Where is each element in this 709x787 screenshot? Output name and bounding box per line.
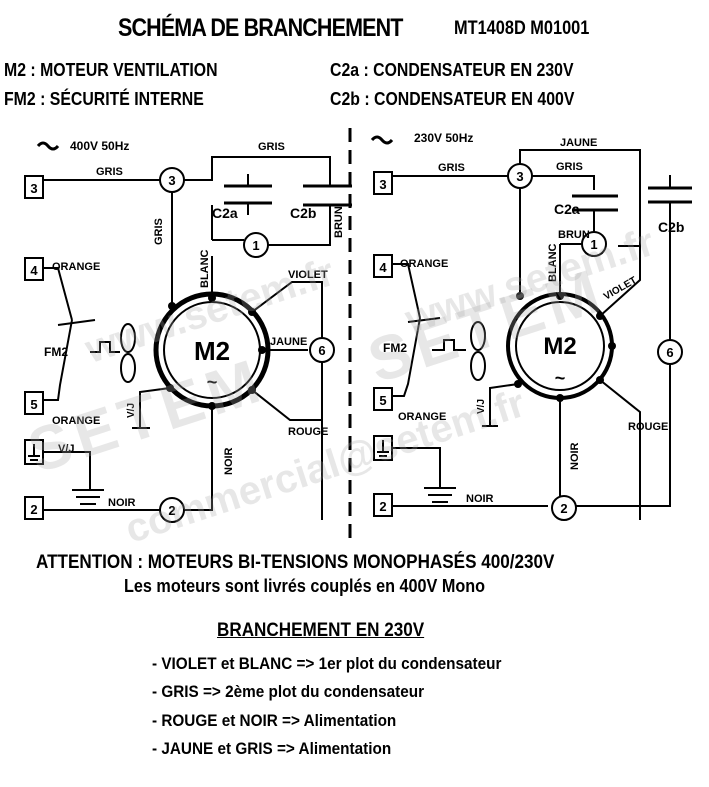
left-node-2-label: 2 [168,503,175,518]
left-wire-gris-top: GRIS [258,141,285,153]
right-ac-tilde-icon [370,135,394,145]
left-ac-tilde-icon [36,141,60,151]
delivery-note: Les moteurs sont livrés couplés en 400V … [124,576,486,596]
left-terminal-2-label: 2 [30,502,37,517]
right-wire-noir-bottom: NOIR [466,493,494,505]
attention-note: ATTENTION : MOTEURS BI-TENSIONS MONOPHAS… [36,552,555,573]
note-item: - JAUNE et GRIS => Alimentation [152,739,392,758]
right-supply-label: 230V 50Hz [414,131,473,145]
left-wire-vj-motor: V/J [126,403,137,418]
right-node-2 [551,495,577,521]
left-wire-gris-vertical: GRIS [153,218,165,245]
right-thermal-label: FM2 [383,341,407,355]
left-terminal-2 [24,496,44,520]
left-cap-b-label: C2b [290,205,316,221]
legend-c2b: C2b : CONDENSATEUR EN 400V [330,89,575,109]
right-motor-symbol: ~ [555,368,566,388]
right-cap-a-label: C2a [554,201,580,217]
right-terminal-5-label: 5 [379,393,386,408]
left-wire-orange-bottom: ORANGE [52,415,100,427]
left-node-3 [159,167,185,193]
right-wiring [370,135,692,520]
left-thermal-label: FM2 [44,345,68,359]
left-node-6 [309,337,335,363]
right-node-1-label: 1 [590,237,597,252]
right-terminal-4 [373,254,393,278]
left-wire-gris-feed: GRIS [96,166,123,178]
right-wire-brun: BRUN [558,229,590,241]
legend-fm2: FM2 : SÉCURITÉ INTERNE [4,89,204,109]
right-node-2-label: 2 [560,501,567,516]
left-wire-rouge: ROUGE [288,426,328,438]
left-cap-a-label: C2a [212,205,238,221]
left-wire-violet: VIOLET [288,269,328,281]
left-node-3-label: 3 [168,173,175,188]
right-node-3 [507,163,533,189]
left-wire-jaune: JAUNE [270,336,307,348]
left-motor-label: M2 [194,336,230,366]
right-motor-label: M2 [543,333,576,360]
section-title: BRANCHEMENT EN 230V [217,620,425,641]
legend-c2a: C2a : CONDENSATEUR EN 230V [330,60,574,80]
left-wire-orange-top: ORANGE [52,261,100,273]
left-terminal-3 [24,175,44,199]
left-terminal-5-label: 5 [30,397,37,412]
right-node-3-label: 3 [516,169,523,184]
left-wire-brun: BRUN [333,206,345,238]
left-terminal-4-label: 4 [30,263,38,278]
right-wire-orange-top: ORANGE [400,258,448,270]
right-wire-blanc: BLANC [547,243,559,282]
left-supply-label: 400V 50Hz [70,139,129,153]
right-terminal-3-label: 3 [379,177,386,192]
right-terminal-4-label: 4 [379,260,387,275]
left-node-6-label: 6 [318,343,325,358]
left-terminal-3-label: 3 [30,181,37,196]
left-wire-blanc: BLANC [199,249,211,288]
right-wire-vj-motor: V/J [476,399,487,414]
right-wire-gris-cap: GRIS [556,161,583,173]
left-wire-noir-vertical: NOIR [223,447,235,475]
right-wire-rouge: ROUGE [628,421,668,433]
right-terminal-5 [373,387,393,411]
right-terminal-3 [373,171,393,195]
right-node-1 [581,231,607,257]
left-node-1 [243,232,269,258]
right-cap-b-label: C2b [658,219,684,235]
right-wire-gris-feed: GRIS [438,162,465,174]
page-title: SCHÉMA DE BRANCHEMENT [118,14,403,42]
model-number: MT1408D M01001 [454,18,590,39]
left-node-1-label: 1 [252,238,259,253]
left-terminal-5 [24,391,44,415]
left-wire-vj-earth: V/J [58,443,75,455]
note-item: - ROUGE et NOIR => Alimentation [152,711,397,730]
note-item: - GRIS => 2ème plot du condensateur [152,682,425,701]
right-wire-jaune-top: JAUNE [560,137,597,149]
legend-m2: M2 : MOTEUR VENTILATION [4,60,218,80]
right-node-6 [657,339,683,365]
right-wire-noir-vertical: NOIR [569,442,581,470]
right-terminal-2-label: 2 [379,499,386,514]
right-node-6-label: 6 [666,345,673,360]
right-wire-orange-bottom: ORANGE [398,411,446,423]
left-wire-noir-bottom: NOIR [108,497,136,509]
left-wiring [24,141,352,520]
note-item: - VIOLET et BLANC => 1er plot du condens… [152,654,502,673]
left-motor-symbol: ~ [207,372,218,392]
left-node-2 [159,497,185,523]
